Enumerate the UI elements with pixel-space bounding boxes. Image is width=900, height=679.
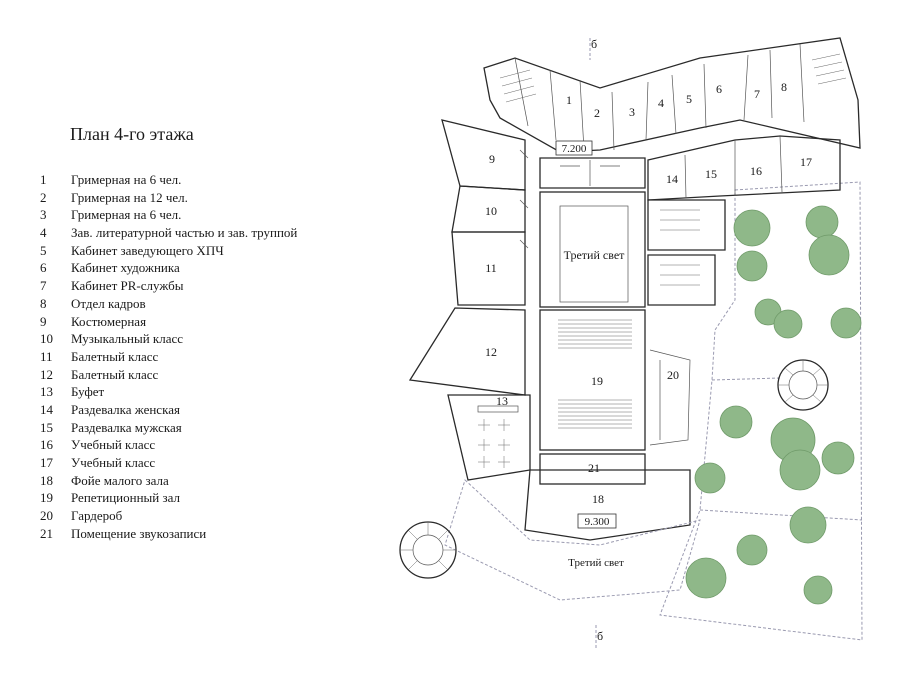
plan-title: План 4-го этажа [70, 124, 194, 144]
tree [808, 234, 850, 276]
buffet [447, 394, 531, 481]
tree [694, 462, 726, 494]
room-number-16: 16 [750, 164, 762, 178]
tree [803, 575, 833, 605]
room-number-9: 9 [489, 152, 495, 166]
left-wing [408, 119, 529, 396]
lower-light-well-label: Третий свет [568, 557, 624, 569]
trees [685, 205, 862, 605]
service-block: 7.200 [539, 140, 646, 189]
section-mark-bottom: б [597, 629, 603, 643]
room-number-19: 19 [591, 374, 603, 388]
room-number-6: 6 [716, 82, 722, 96]
room-number-15: 15 [705, 167, 717, 181]
spiral-stair-left [399, 521, 457, 579]
spiral-stair-right [777, 359, 829, 411]
room-number-4: 4 [658, 96, 664, 110]
sound-room [539, 453, 646, 485]
room-number-7: 7 [754, 87, 760, 101]
room-number-17: 17 [800, 155, 812, 169]
courtyard-outline [659, 181, 863, 641]
tree [830, 307, 862, 339]
room-number-10: 10 [485, 204, 497, 218]
room-number-1: 1 [566, 93, 572, 107]
cloakroom [649, 349, 691, 446]
tree [719, 405, 753, 439]
light-well: Третий свет [539, 191, 646, 308]
right-block [647, 135, 841, 306]
elevation-box-lower [577, 513, 617, 529]
room-numbers: 1 2 3 4 5 6 7 8 9 10 11 12 13 14 15 16 1… [485, 80, 812, 506]
room-number-3: 3 [629, 105, 635, 119]
room-number-13: 13 [496, 394, 508, 408]
courtyard-path [699, 377, 863, 521]
tree [733, 209, 771, 247]
room-number-11: 11 [485, 261, 497, 275]
elevation-box-upper [555, 140, 593, 156]
room-number-18: 18 [592, 492, 604, 506]
section-mark-top: б [591, 37, 597, 51]
tree [789, 506, 827, 544]
room-number-2: 2 [594, 106, 600, 120]
room-number-5: 5 [686, 92, 692, 106]
room-number-21: 21 [588, 461, 600, 475]
tree [821, 441, 855, 475]
tree [779, 449, 821, 491]
room-number-8: 8 [781, 80, 787, 94]
foyer: 9.300 [524, 469, 691, 541]
room-number-14: 14 [666, 172, 678, 186]
room-number-20: 20 [667, 368, 679, 382]
top-wing: б [483, 37, 861, 153]
lower-light-well: Третий свет [444, 479, 701, 601]
rehearsal-hall [539, 309, 646, 451]
light-well-label: Третий свет [564, 248, 626, 262]
tree [736, 534, 768, 566]
tree [685, 557, 727, 599]
tree [736, 250, 768, 282]
room-number-12: 12 [485, 345, 497, 359]
elevation-upper: 7.200 [562, 143, 587, 155]
tree [773, 309, 803, 339]
tree [805, 205, 839, 239]
elevation-lower: 9.300 [585, 516, 610, 528]
